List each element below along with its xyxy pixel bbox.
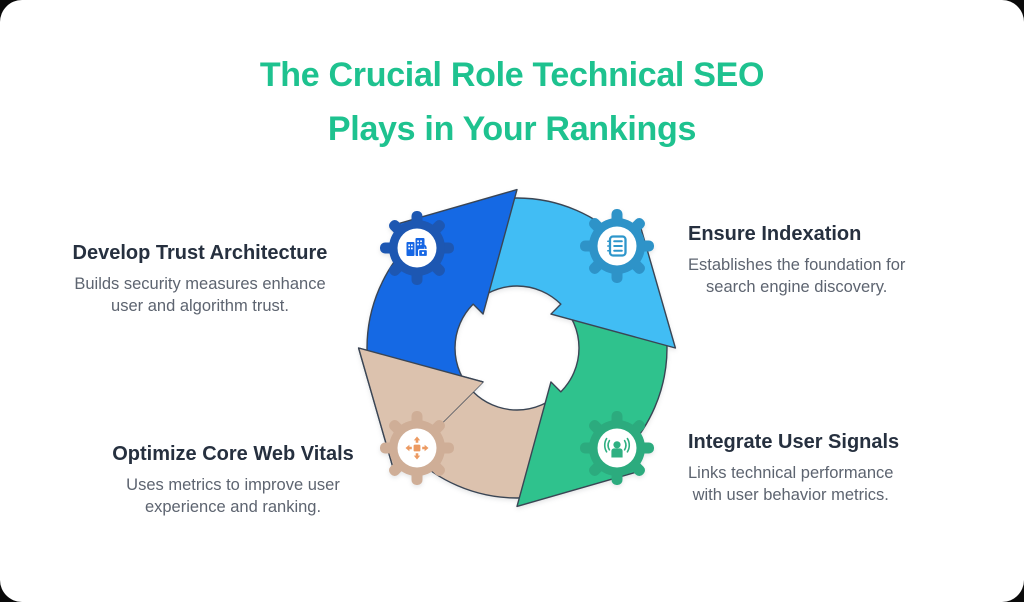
page-title-line-1: The Crucial Role Technical SEO bbox=[259, 56, 765, 94]
user-broadcast-icon bbox=[604, 437, 630, 458]
arrow-head-optimize-core-web-vitals bbox=[357, 347, 484, 472]
item-optimize-core-web-vitals: Optimize Core Web Vitals Uses metrics to… bbox=[33, 441, 433, 518]
item-heading: Integrate User Signals bbox=[688, 431, 900, 453]
expand-arrows-icon bbox=[405, 436, 429, 460]
page-title: The Crucial Role Technical SEO Plays in … bbox=[0, 48, 1024, 156]
item-description: Establishes the foundation for search en… bbox=[688, 256, 906, 296]
item-develop-trust-architecture: Develop Trust Architecture Builds securi… bbox=[0, 240, 400, 317]
gear-develop-trust bbox=[380, 211, 454, 285]
notebook-list-icon bbox=[607, 235, 627, 257]
item-ensure-indexation: Ensure Indexation Establishes the founda… bbox=[688, 221, 905, 298]
gear-integrate-user-signals bbox=[580, 411, 654, 485]
gear-ensure-indexation bbox=[580, 209, 654, 283]
item-integrate-user-signals: Integrate User Signals Links technical p… bbox=[688, 429, 899, 506]
item-heading: Develop Trust Architecture bbox=[72, 242, 328, 264]
gear-optimize-core-web-vitals bbox=[380, 411, 454, 485]
item-heading: Ensure Indexation bbox=[688, 223, 862, 245]
page-title-line-2: Plays in Your Rankings bbox=[327, 110, 697, 148]
cycle-diagram bbox=[357, 188, 677, 508]
buildings-lock-icon bbox=[406, 238, 429, 258]
item-description: Links technical performance with user be… bbox=[688, 464, 894, 504]
item-description: Uses metrics to improve user experience … bbox=[126, 476, 340, 516]
item-heading: Optimize Core Web Vitals bbox=[112, 443, 354, 465]
item-description: Builds security measures enhance user an… bbox=[74, 275, 326, 315]
